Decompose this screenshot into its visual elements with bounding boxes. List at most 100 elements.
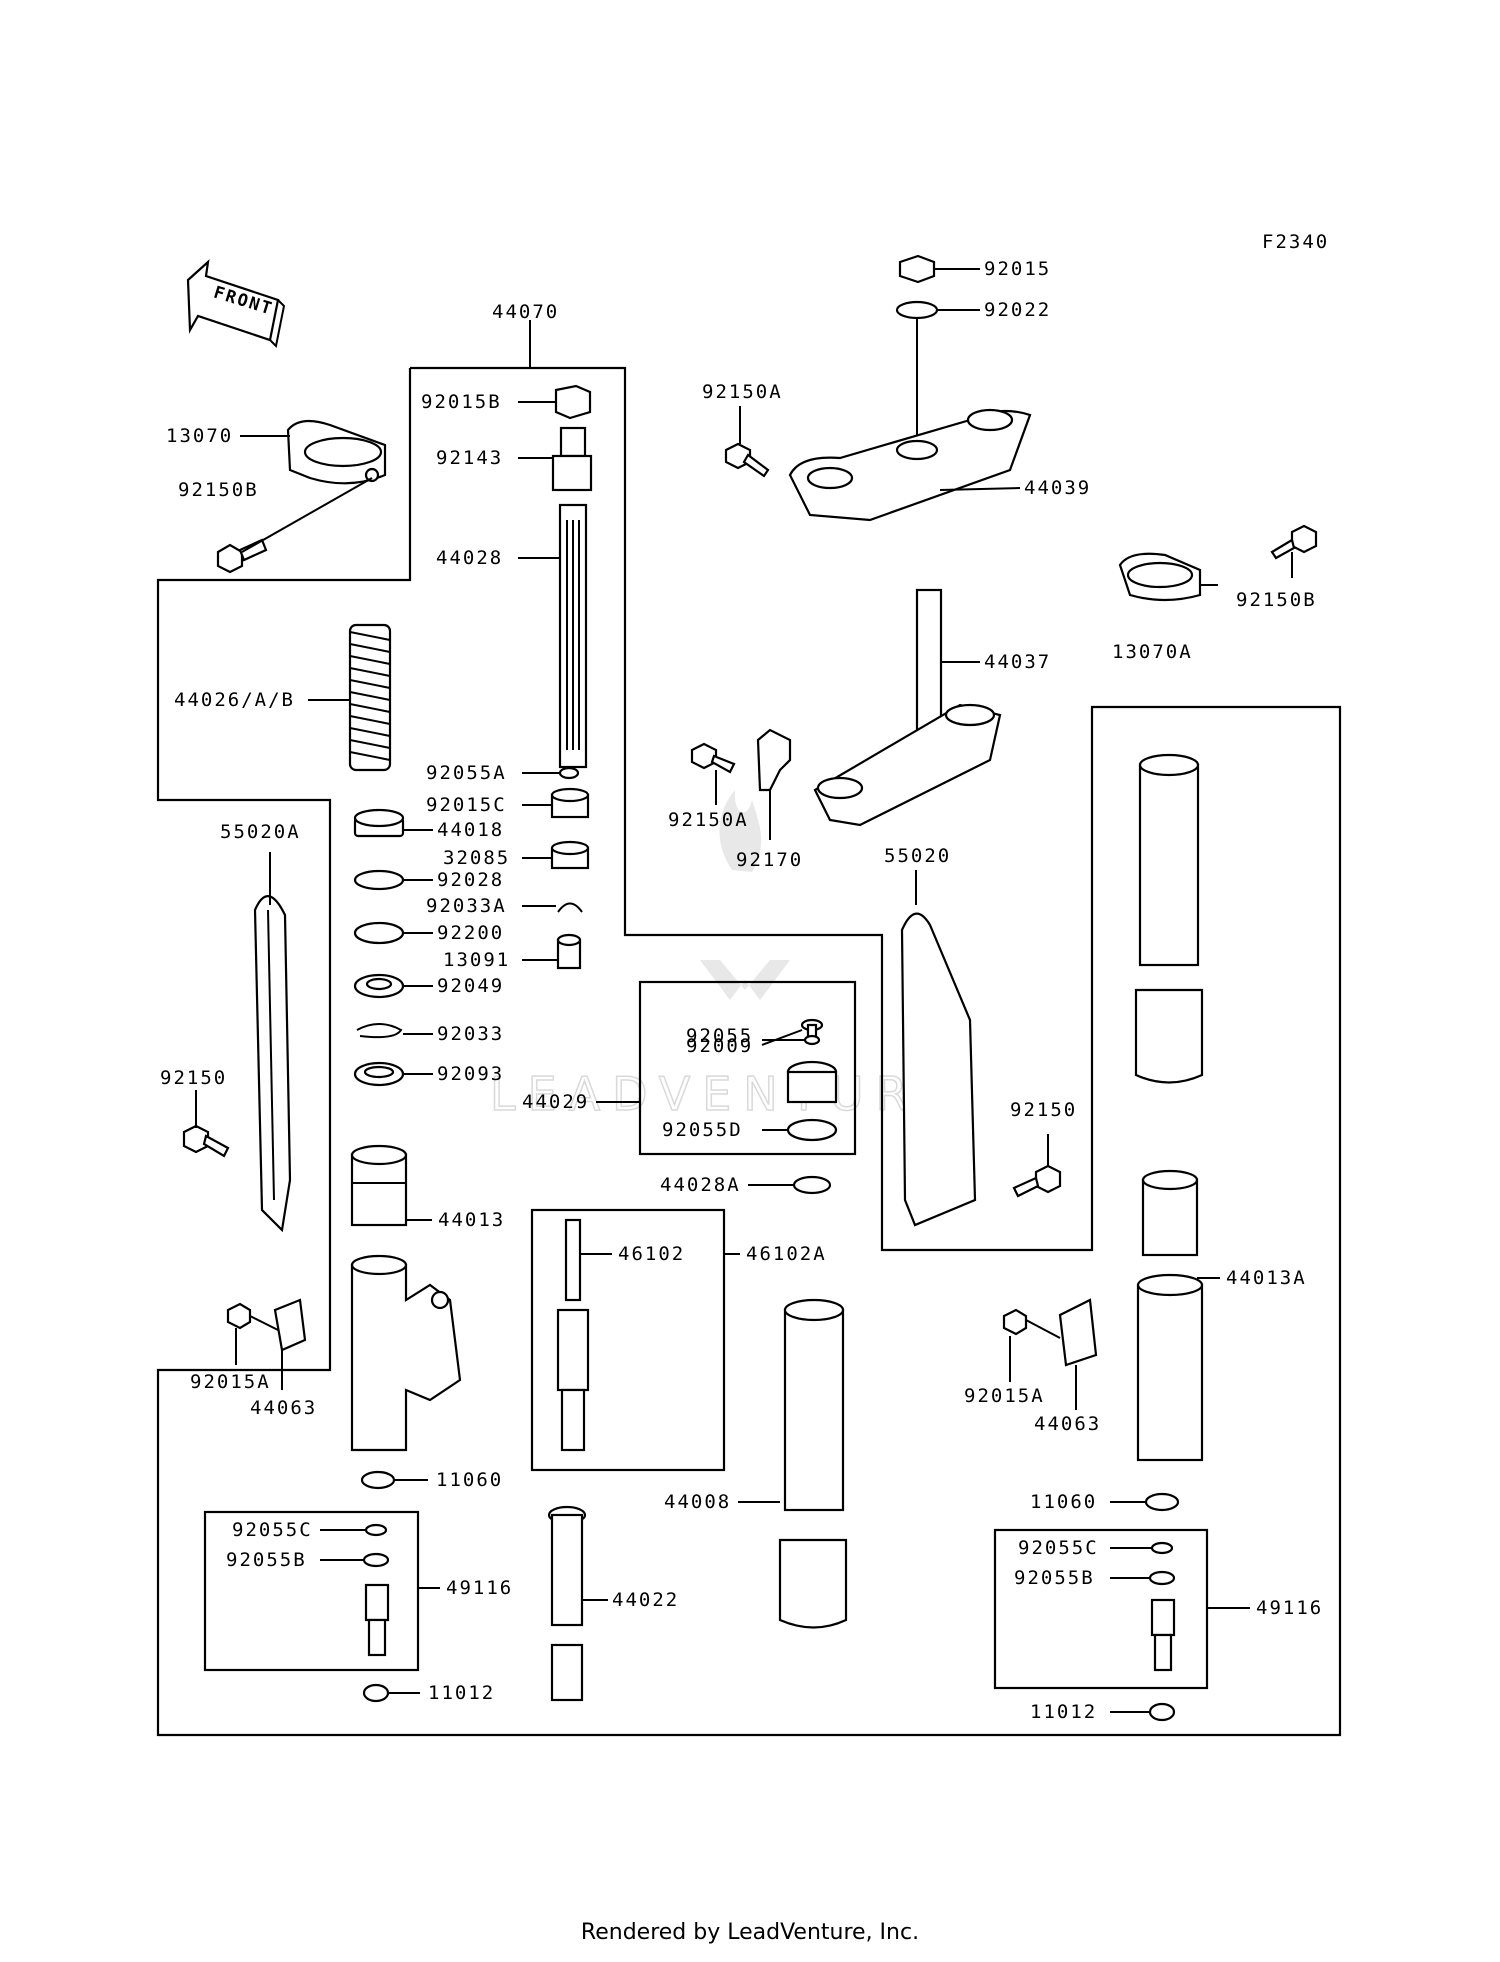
- label-92015A-right: 92015A: [964, 1385, 1045, 1407]
- nut-92015A-left: [226, 1302, 252, 1330]
- watermark-logo: LEADVENTURE: [489, 790, 961, 1122]
- label-44028: 44028: [436, 547, 503, 569]
- label-92033A: 92033A: [426, 895, 507, 917]
- label-92200: 92200: [437, 922, 504, 944]
- nut-11012-right: [1148, 1702, 1176, 1722]
- bolt-92150A-top: [724, 442, 770, 478]
- label-92150A-mid: 92150A: [668, 809, 749, 831]
- label-44013: 44013: [438, 1209, 505, 1231]
- outer-tube-right: [1134, 753, 1204, 1084]
- label-44063-left: 44063: [250, 1397, 317, 1419]
- footer-credit: Rendered by LeadVenture, Inc.: [580, 1920, 920, 1945]
- cap-44029: [786, 1060, 838, 1104]
- label-44037: 44037: [984, 651, 1051, 673]
- label-92015C: 92015C: [426, 794, 507, 816]
- box-49116-left: [203, 1510, 420, 1672]
- bracket-44039: [788, 408, 1032, 522]
- axle-holder-left: [350, 1254, 462, 1452]
- label-92143: 92143: [436, 447, 503, 469]
- oring-92055B-right: [1148, 1570, 1176, 1586]
- guard-55020A: [253, 895, 292, 1233]
- label-46102: 46102: [618, 1243, 685, 1265]
- nut-11012-left: [362, 1683, 390, 1703]
- clip-92033: [356, 1023, 403, 1039]
- label-92055D: 92055D: [662, 1119, 743, 1141]
- label-92055B-left: 92055B: [226, 1549, 307, 1571]
- clamp-44063-left: [273, 1298, 307, 1352]
- inner-tube-44013A: [1136, 1169, 1204, 1462]
- ring-92028: [353, 869, 405, 891]
- label-92015A-left: 92015A: [190, 1371, 271, 1393]
- valve-49116-right: [1150, 1598, 1176, 1672]
- front-arrow-icon: FRONT: [186, 259, 286, 349]
- seal-92093: [353, 1061, 405, 1087]
- bracket-92170: [756, 728, 792, 792]
- outer-tube-44008: [778, 1298, 848, 1629]
- collar-92015C: [550, 787, 590, 819]
- leader-lines: [195, 268, 1293, 1713]
- part-labels: 44070 92015B 92143 44028 44026/A/B 92055…: [160, 258, 1323, 1723]
- oring-92055: [803, 1034, 821, 1046]
- label-49116-right: 49116: [1256, 1597, 1323, 1619]
- bolt-92150-left: [182, 1124, 230, 1158]
- valve-49116-left: [364, 1583, 390, 1657]
- label-92009: 92009: [686, 1035, 753, 1057]
- label-92150-left: 92150: [160, 1067, 227, 1089]
- plug-13091: [556, 933, 582, 970]
- label-92028: 92028: [437, 869, 504, 891]
- guide-44018: [353, 808, 405, 838]
- label-55020A: 55020A: [220, 821, 301, 843]
- clamp-13070A: [1118, 552, 1202, 602]
- bolt-92150B-left: [216, 538, 268, 574]
- label-92022: 92022: [984, 299, 1051, 321]
- oring-92055C-left: [364, 1523, 388, 1537]
- stem-44037: [813, 588, 1002, 827]
- label-11060-left: 11060: [436, 1469, 503, 1491]
- label-11012-left: 11012: [428, 1682, 495, 1704]
- diagram-code: F2340: [1262, 231, 1329, 253]
- oring-92055A: [558, 766, 580, 780]
- label-92055C-right: 92055C: [1018, 1537, 1099, 1559]
- label-46102A: 46102A: [746, 1243, 827, 1265]
- ring-32085: [550, 840, 590, 870]
- label-44039: 44039: [1024, 477, 1091, 499]
- label-32085: 32085: [443, 847, 510, 869]
- label-44028A: 44028A: [660, 1174, 741, 1196]
- label-44008: 44008: [664, 1491, 731, 1513]
- watermark-text: LEADVENTURE: [490, 1067, 961, 1121]
- label-11012-right: 11012: [1030, 1701, 1097, 1723]
- bolt-92150-right: [1012, 1164, 1062, 1198]
- washer-92022: [895, 300, 939, 320]
- label-92055C-left: 92055C: [232, 1519, 313, 1541]
- label-92015: 92015: [984, 258, 1051, 280]
- label-92033: 92033: [437, 1023, 504, 1045]
- label-55020: 55020: [884, 845, 951, 867]
- label-44018: 44018: [437, 819, 504, 841]
- clamp-13070: [286, 419, 387, 485]
- nut-92015A-right: [1002, 1308, 1028, 1336]
- seal-92049: [353, 973, 405, 999]
- clip-92033A: [557, 902, 583, 913]
- collar-92143: [551, 426, 593, 492]
- label-92055B-right: 92055B: [1014, 1567, 1095, 1589]
- label-44070: 44070: [492, 301, 559, 323]
- ring-92200: [353, 921, 405, 945]
- box-46102A: [530, 1208, 726, 1472]
- cylinder-44022: [547, 1505, 587, 1702]
- label-92170: 92170: [736, 849, 803, 871]
- bolt-92150A-mid: [690, 742, 736, 774]
- assembly-outline-44070: [156, 320, 1342, 1737]
- label-92150B-left: 92150B: [178, 479, 259, 501]
- label-92055A: 92055A: [426, 762, 507, 784]
- label-92150-right: 92150: [1010, 1099, 1077, 1121]
- inner-tube-44013: [350, 1144, 408, 1227]
- spring-44026: [348, 623, 392, 772]
- box-44029: [638, 980, 857, 1156]
- label-92093: 92093: [437, 1063, 504, 1085]
- washer-11060-right: [1144, 1492, 1180, 1512]
- label-92015B: 92015B: [421, 391, 502, 413]
- washer-44028A: [792, 1175, 832, 1195]
- label-49116-left: 49116: [446, 1577, 513, 1599]
- label-92150A-top: 92150A: [702, 381, 783, 403]
